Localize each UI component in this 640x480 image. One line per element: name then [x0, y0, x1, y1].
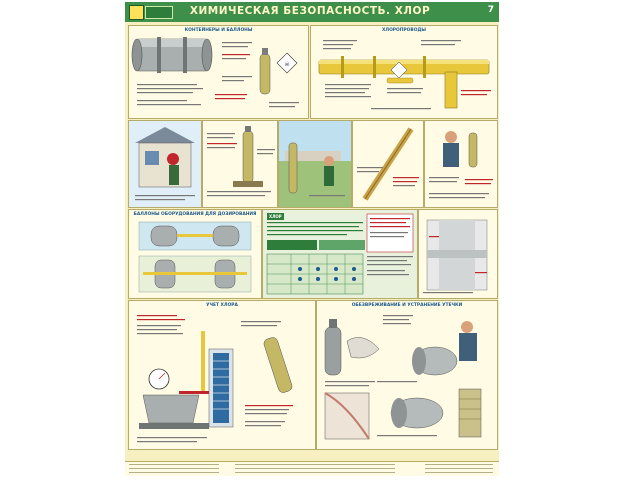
- panel-pipelines: ХЛОРОПРОВОДЫ: [310, 25, 498, 119]
- panel-containers-title: КОНТЕЙНЕРЫ И БАЛЛОНЫ: [184, 28, 253, 33]
- panel-chlorine-table: ХЛОР: [262, 209, 418, 299]
- panel-pipelines-title: ХЛОРОПРОВОДЫ: [382, 28, 426, 33]
- dosing-illustration: [138, 221, 252, 293]
- protective-suit-illustration: [429, 131, 493, 199]
- panel-outdoor-scene: [278, 120, 352, 208]
- panel-protective-suit: [424, 120, 498, 208]
- chlorine-table-graphic: [266, 213, 414, 295]
- panel-cylinder-scheme: [202, 120, 278, 208]
- cylinder-scheme-illustration: [207, 126, 275, 197]
- svg-text:☠: ☠: [284, 61, 290, 68]
- panel-ventilation: [418, 209, 498, 299]
- footer-text-right: [425, 464, 493, 475]
- panel-table-title: ХЛОР: [267, 213, 284, 220]
- panel-containers: КОНТЕЙНЕРЫ И БАЛЛОНЫ ☠: [128, 25, 309, 119]
- neutralization-illustration: [324, 315, 482, 440]
- panel-house: [128, 120, 202, 208]
- pipelines-illustration: [318, 40, 491, 110]
- poster-header: ХИМИЧЕСКАЯ БЕЗОПАСНОСТЬ. ХЛОР 7: [125, 2, 499, 22]
- outdoor-scene-illustration: [279, 121, 351, 207]
- footer-text-center: [235, 464, 395, 475]
- poster-footer: [125, 461, 499, 476]
- safety-poster: ХИМИЧЕСКАЯ БЕЗОПАСНОСТЬ. ХЛОР 7 КОНТЕЙНЕ…: [125, 2, 499, 476]
- valve-illustration: [357, 127, 419, 201]
- panel-accounting-title: УЧЕТ ХЛОРА: [206, 303, 238, 308]
- panel-dosing: БАЛЛОНЫ ОБОРУДОВАНИЯ ДЛЯ ДОЗИРОВАНИЯ: [128, 209, 262, 299]
- panel-valve: [352, 120, 424, 208]
- house-illustration: [129, 121, 201, 207]
- accounting-illustration: [137, 315, 293, 443]
- panel-dosing-title: БАЛЛОНЫ ОБОРУДОВАНИЯ ДЛЯ ДОЗИРОВАНИЯ: [133, 212, 257, 217]
- panel-accounting: УЧЕТ ХЛОРА: [128, 300, 316, 450]
- poster-logo-icon: [129, 5, 144, 20]
- panel-neutralization-title: ОБЕЗВРЕЖИВАНИЕ И УСТРАНЕНИЕ УТЕЧКИ: [351, 303, 463, 308]
- header-badge: [145, 6, 173, 19]
- poster-title: ХИМИЧЕСКАЯ БЕЗОПАСНОСТЬ. ХЛОР: [189, 5, 431, 17]
- ventilation-illustration: [423, 219, 488, 294]
- footer-text-left: [129, 464, 219, 475]
- hazard-diamond-icon: [276, 52, 298, 74]
- panel-neutralization: ОБЕЗВРЕЖИВАНИЕ И УСТРАНЕНИЕ УТЕЧКИ: [316, 300, 498, 450]
- containers-illustration: ☠: [131, 37, 299, 108]
- sheet-number: 7: [487, 5, 494, 15]
